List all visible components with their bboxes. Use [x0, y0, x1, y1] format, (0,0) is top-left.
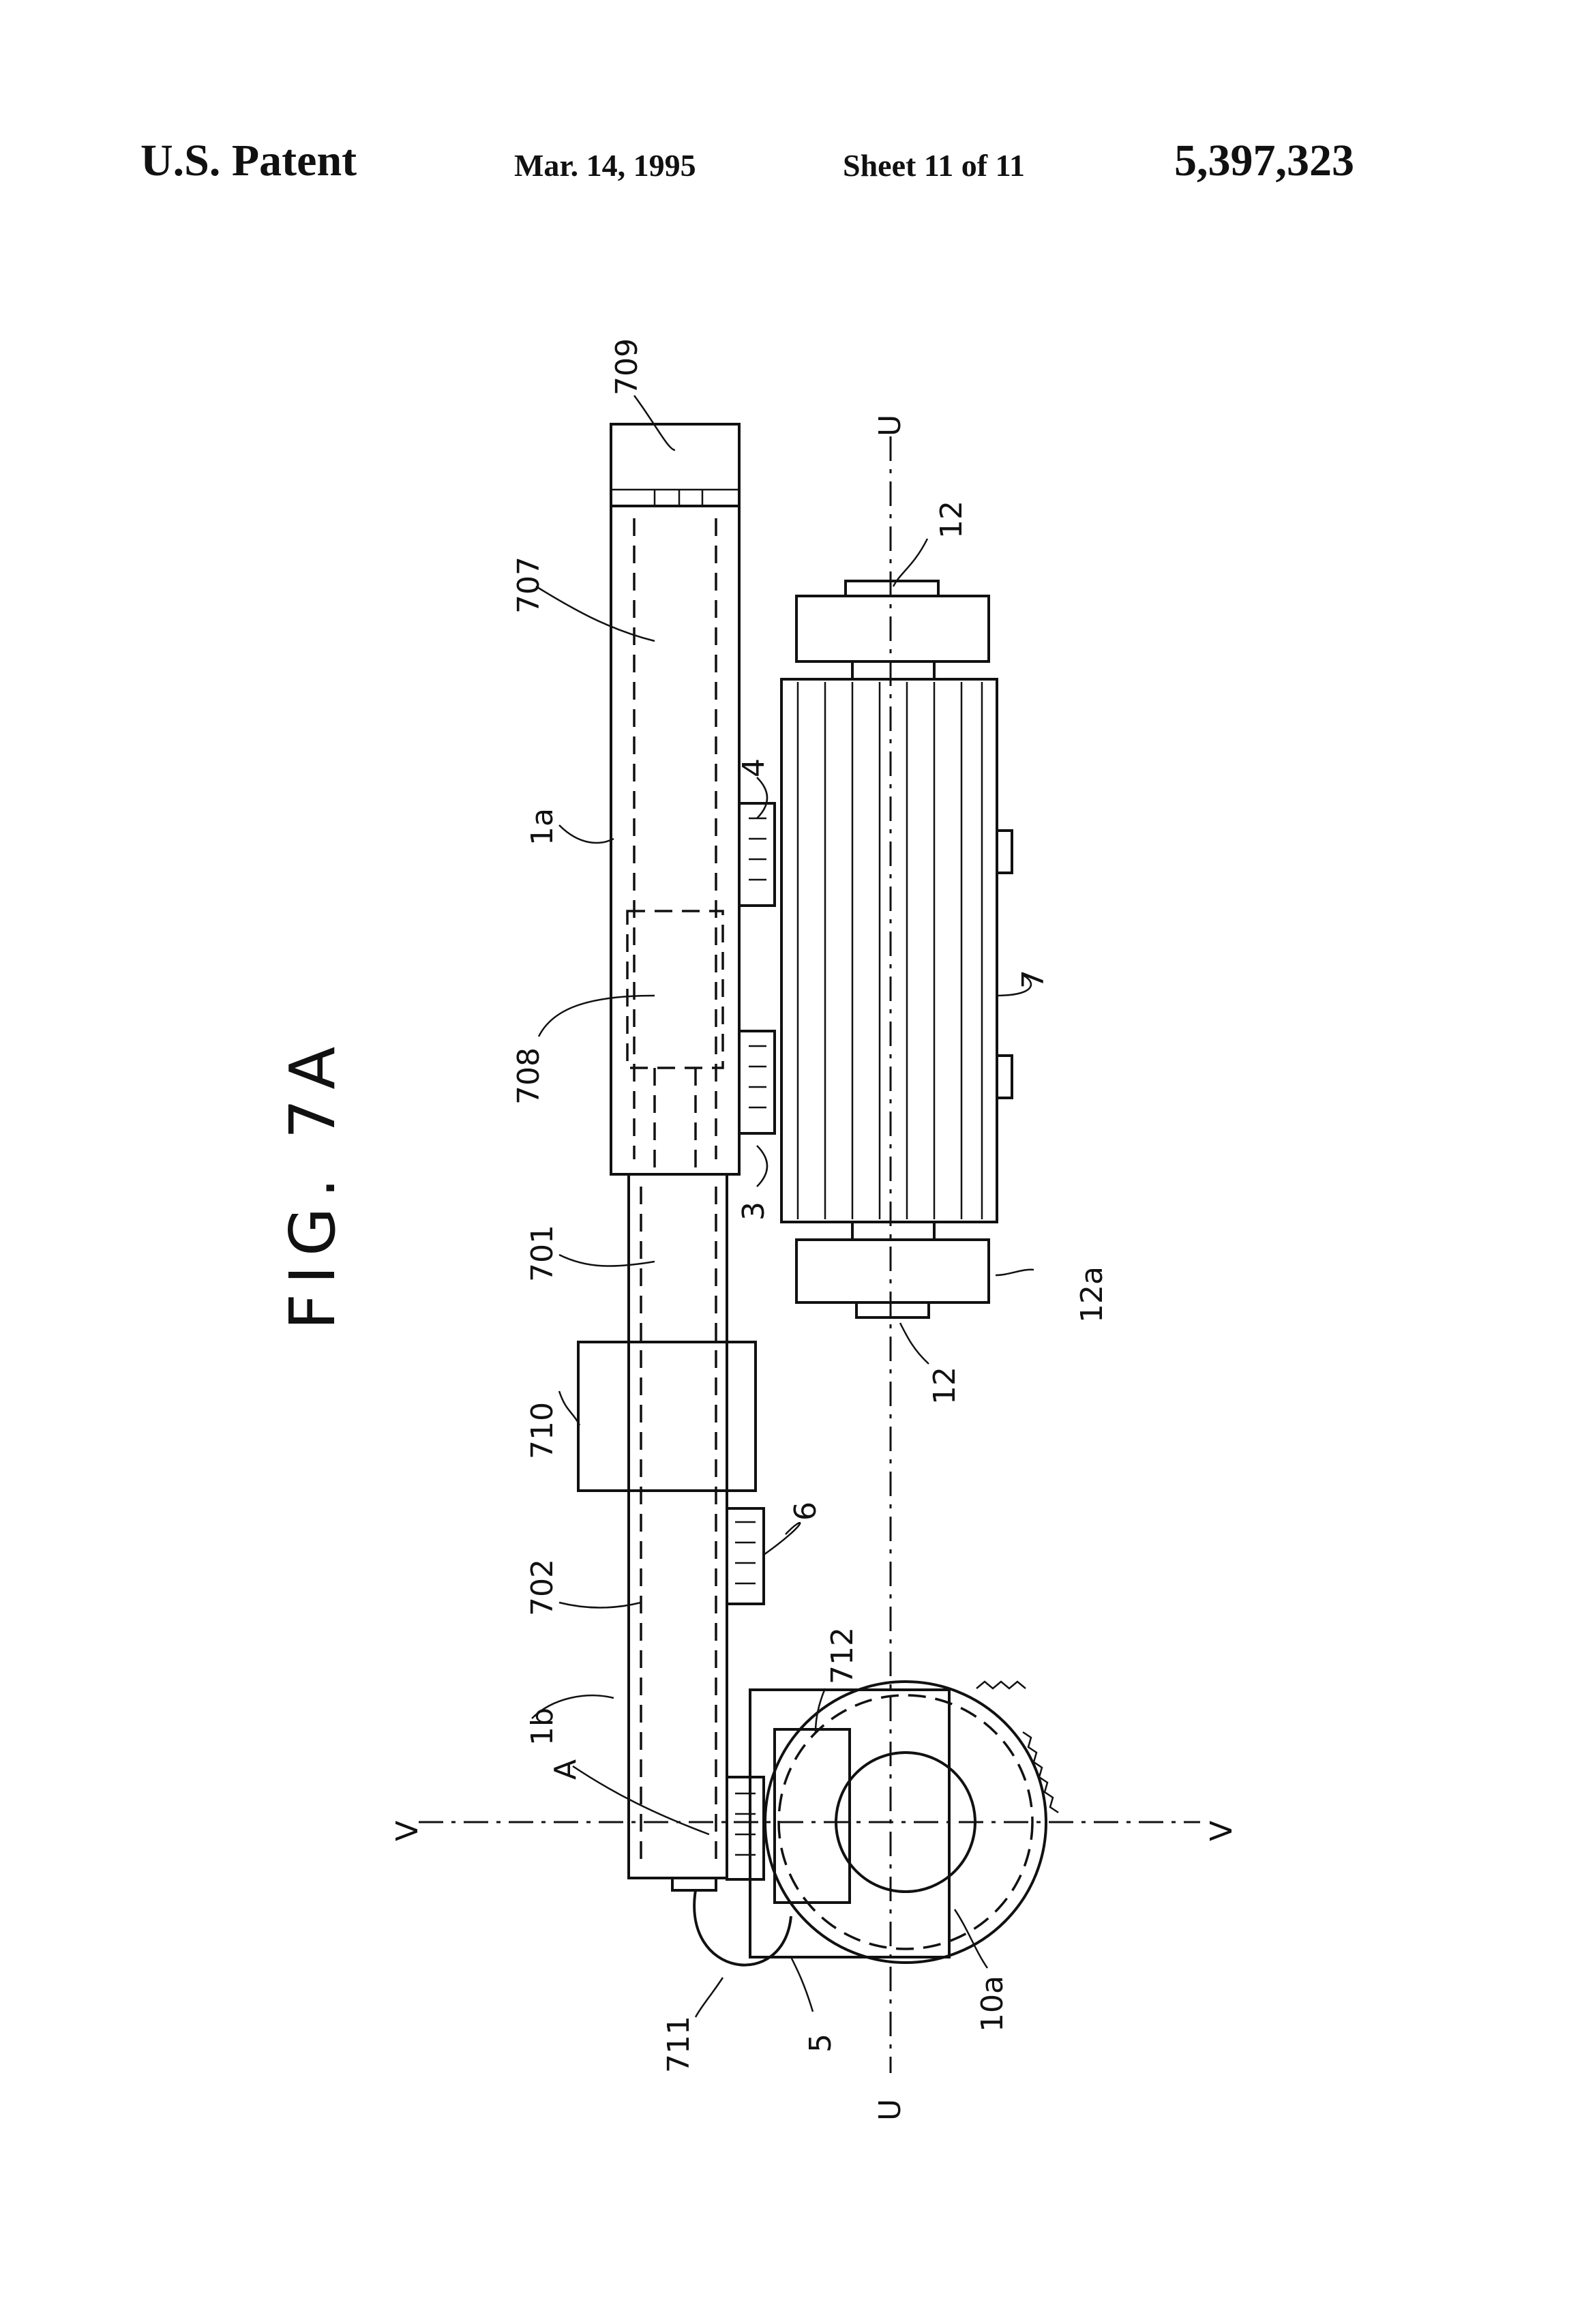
ref-4: 4 — [736, 758, 771, 777]
ref-1b: 1b — [525, 1708, 560, 1746]
section-U-bottom: U — [873, 2099, 908, 2121]
section-V-right: V — [1204, 1821, 1239, 1841]
section-V-left: V — [390, 1821, 425, 1841]
ref-A: A — [548, 1759, 583, 1780]
ref-708: 708 — [511, 1047, 546, 1105]
ref-7: 7 — [1016, 970, 1051, 989]
ref-701: 701 — [525, 1225, 560, 1282]
ref-5: 5 — [803, 2034, 838, 2053]
ref-1a: 1a — [525, 808, 560, 846]
figure-title: FIG. 7A — [276, 1037, 349, 1330]
ref-12-bottom: 12 — [927, 1367, 962, 1405]
ref-12a: 12a — [1075, 1266, 1109, 1323]
roller-assembly — [781, 581, 1012, 1317]
ref-712: 712 — [825, 1627, 860, 1684]
ref-711: 711 — [661, 2016, 696, 2073]
ref-3: 3 — [736, 1202, 771, 1221]
ref-10a: 10a — [975, 1976, 1010, 2032]
ref-709: 709 — [610, 338, 644, 396]
ref-12-top: 12 — [934, 501, 969, 539]
ref-6: 6 — [788, 1502, 823, 1521]
rod-assembly — [578, 424, 791, 1965]
ref-710: 710 — [525, 1402, 560, 1459]
ref-702: 702 — [525, 1559, 560, 1616]
ref-707: 707 — [511, 556, 546, 614]
reference-numerals: 709 707 1a 708 701 710 702 1b A 711 712 … — [390, 338, 1239, 2121]
section-U-top: U — [873, 415, 908, 436]
